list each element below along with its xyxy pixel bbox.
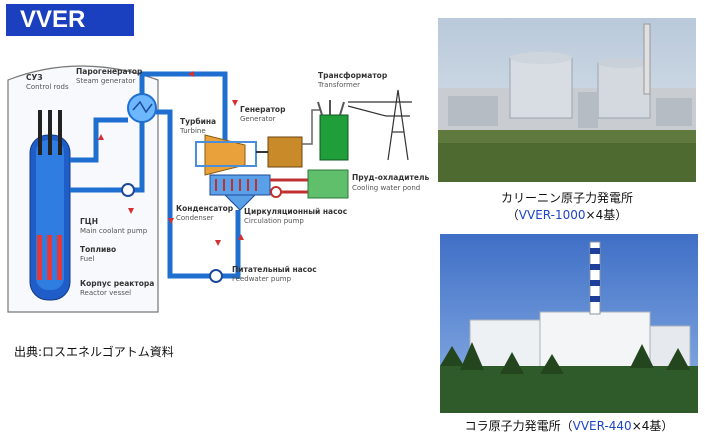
- kalinin-caption: カリーニン原子力発電所 （VVER-1000×4基）: [438, 190, 696, 224]
- label-cooling-pond-ru: Пруд-охладитель: [352, 173, 429, 182]
- kola-model: VVER-440: [572, 419, 632, 433]
- cooling-loop: [270, 178, 308, 194]
- label-transformer-en: Transformer: [317, 81, 360, 89]
- control-rods: [38, 110, 62, 155]
- kalinin-photo: [438, 18, 696, 182]
- label-feed-pump-en: Feedwater pump: [232, 275, 292, 283]
- secondary-loop: [139, 71, 241, 279]
- kola-caption: コラ原子力発電所（VVER-440×4基）: [464, 419, 674, 433]
- kola-chimney: [589, 241, 601, 315]
- label-turbine-en: Turbine: [179, 127, 206, 135]
- label-feed-pump-ru: Питательный насос: [232, 265, 317, 274]
- feedwater-pump: [209, 269, 223, 283]
- steam-generator: [127, 93, 157, 123]
- label-circ-pump-en: Circulation pump: [244, 217, 304, 225]
- primary-loop: [70, 117, 145, 193]
- page-title: VVER: [6, 4, 134, 36]
- label-fuel-en: Fuel: [80, 255, 94, 263]
- flow-arrows: [98, 71, 244, 246]
- cooling-water-pond: [307, 169, 349, 199]
- main-coolant-pump: [121, 183, 135, 197]
- label-vessel-en: Reactor vessel: [80, 289, 131, 297]
- kalinin-model: VVER-1000: [518, 208, 586, 222]
- label-circ-pump-ru: Циркуляционный насос: [244, 207, 347, 216]
- source-note: 出典:ロスエネルゴアトム資料: [14, 345, 174, 359]
- label-steam-generator-ru: Парогенератор: [76, 67, 143, 76]
- generator: [267, 136, 303, 168]
- power-line-tower: [347, 89, 412, 161]
- label-control-rods-ru: СУЗ: [26, 73, 43, 82]
- label-main-pump-en: Main coolant pump: [80, 227, 148, 235]
- label-transformer-ru: Трансформатор: [318, 71, 388, 80]
- fuel-assemblies: [37, 235, 62, 280]
- kalinin-caption-model-line: （VVER-1000×4基）: [506, 208, 628, 222]
- label-cooling-pond-en: Cooling water pond: [352, 184, 420, 192]
- label-vessel-ru: Корпус реактора: [80, 279, 154, 288]
- label-generator-ru: Генератор: [240, 105, 286, 114]
- label-condenser-ru: Конденсатор: [176, 204, 234, 213]
- transformer: [317, 100, 349, 161]
- label-generator-en: Generator: [240, 115, 276, 123]
- kola-photo: [440, 234, 698, 413]
- label-control-rods-en: Control rods: [26, 83, 69, 91]
- label-steam-generator-en: Steam generator: [76, 77, 136, 85]
- vver-schematic: СУЗ Control rods Парогенератор Steam gen…: [7, 65, 429, 313]
- label-condenser-en: Condenser: [176, 214, 214, 222]
- kola-caption-name: コラ原子力発電所（: [464, 419, 573, 433]
- kalinin-caption-name: カリーニン原子力発電所: [500, 191, 633, 205]
- label-main-pump-ru: ГЦН: [80, 217, 98, 226]
- label-fuel-ru: Топливо: [80, 245, 116, 254]
- circulation-pump: [270, 186, 282, 198]
- label-turbine-ru: Турбина: [180, 117, 216, 126]
